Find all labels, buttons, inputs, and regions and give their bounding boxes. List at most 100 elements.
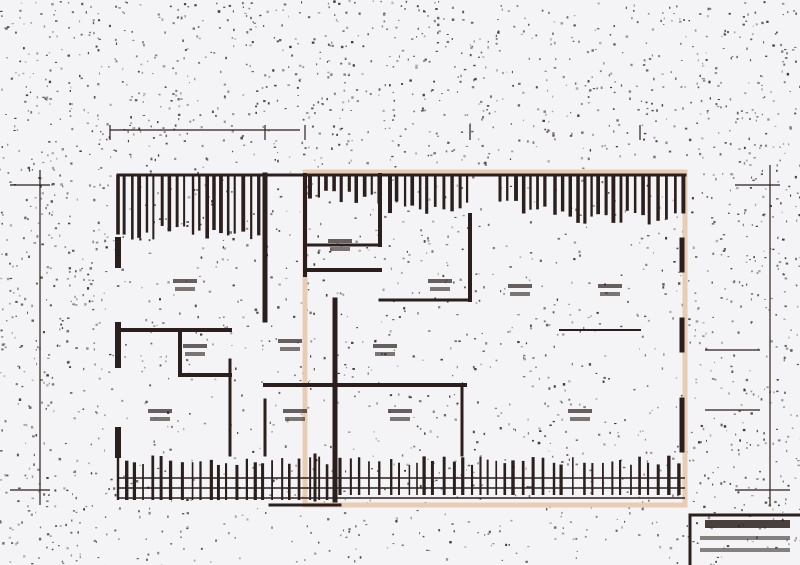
noise-dot (443, 414, 447, 417)
noise-dot (27, 510, 31, 512)
noise-dot (246, 518, 249, 521)
noise-dot (168, 107, 171, 110)
noise-dot (244, 347, 247, 349)
noise-dot (582, 452, 584, 455)
noise-dot (643, 59, 646, 62)
noise-dot (114, 38, 117, 41)
noise-dot (548, 120, 550, 123)
noise-dot (668, 150, 672, 153)
noise-dot (538, 427, 541, 430)
noise-dot (129, 281, 131, 283)
noise-dot (487, 223, 490, 226)
noise-dot (74, 474, 76, 477)
noise-dot (423, 109, 427, 112)
noise-dot (345, 11, 348, 14)
noise-dot (71, 103, 73, 106)
noise-dot (436, 161, 438, 164)
room-label-mark (283, 409, 307, 413)
noise-dot (108, 488, 110, 491)
noise-dot (523, 30, 525, 33)
noise-dot (121, 81, 124, 83)
noise-dot (49, 98, 52, 100)
noise-dot (259, 14, 262, 17)
noise-dot (517, 104, 521, 107)
noise-dot (552, 311, 555, 314)
noise-dot (308, 116, 311, 119)
noise-dot (9, 277, 13, 280)
noise-dot (69, 284, 71, 287)
noise-dot (309, 379, 311, 382)
noise-dot (389, 84, 391, 87)
noise-dot (738, 281, 741, 284)
noise-dot (475, 273, 478, 275)
noise-dot (183, 140, 186, 142)
noise-dot (774, 33, 777, 35)
noise-dot (749, 164, 752, 166)
noise-dot (419, 484, 422, 488)
noise-dot (35, 340, 37, 342)
noise-dot (251, 41, 254, 44)
noise-dot (273, 36, 276, 39)
noise-dot (717, 84, 720, 87)
noise-dot (235, 161, 238, 163)
noise-dot (730, 443, 733, 446)
noise-dot (150, 125, 152, 128)
noise-dot (178, 118, 180, 121)
noise-dot (796, 192, 799, 194)
noise-dot (347, 346, 350, 349)
noise-dot (31, 563, 34, 565)
noise-dot (596, 109, 600, 112)
noise-dot (69, 392, 73, 394)
noise-dot (394, 166, 397, 168)
noise-dot (68, 222, 71, 225)
noise-dot (337, 21, 339, 23)
noise-dot (696, 522, 698, 525)
noise-dot (752, 25, 754, 27)
noise-dot (6, 26, 10, 28)
noise-dot (546, 508, 548, 511)
noise-dot (329, 109, 332, 111)
noise-dot (282, 9, 285, 11)
noise-dot (139, 464, 141, 466)
noise-dot (616, 119, 619, 122)
noise-dot (66, 192, 69, 195)
noise-dot (87, 273, 90, 276)
noise-dot (431, 250, 434, 253)
noise-dot (142, 100, 144, 103)
noise-dot (293, 315, 296, 318)
noise-dot (621, 526, 623, 529)
noise-dot (194, 304, 197, 308)
noise-dot (130, 155, 132, 159)
noise-dot (109, 175, 112, 177)
noise-dot (272, 210, 274, 213)
noise-dot (759, 144, 762, 147)
noise-dot (112, 354, 114, 357)
noise-dot (51, 3, 54, 6)
noise-dot (108, 136, 110, 139)
noise-dot (696, 82, 698, 85)
noise-dot (156, 324, 158, 326)
noise-dot (781, 50, 784, 53)
noise-dot (719, 153, 722, 156)
noise-dot (421, 107, 424, 110)
noise-dot (428, 60, 431, 63)
noise-dot (410, 447, 412, 449)
noise-dot (643, 473, 645, 476)
noise-dot (554, 537, 557, 540)
noise-dot (398, 19, 400, 21)
noise-dot (355, 548, 357, 550)
noise-dot (535, 34, 538, 37)
noise-dot (386, 547, 389, 549)
noise-dot (139, 515, 141, 519)
noise-dot (552, 95, 554, 98)
noise-dot (180, 536, 182, 538)
noise-dot (781, 518, 784, 522)
noise-dot (161, 530, 164, 533)
noise-dot (647, 13, 650, 15)
noise-dot (102, 428, 104, 430)
noise-dot (415, 66, 418, 69)
noise-dot (417, 312, 419, 315)
noise-dot (621, 478, 624, 480)
noise-dot (177, 8, 179, 11)
noise-dot (263, 25, 265, 27)
